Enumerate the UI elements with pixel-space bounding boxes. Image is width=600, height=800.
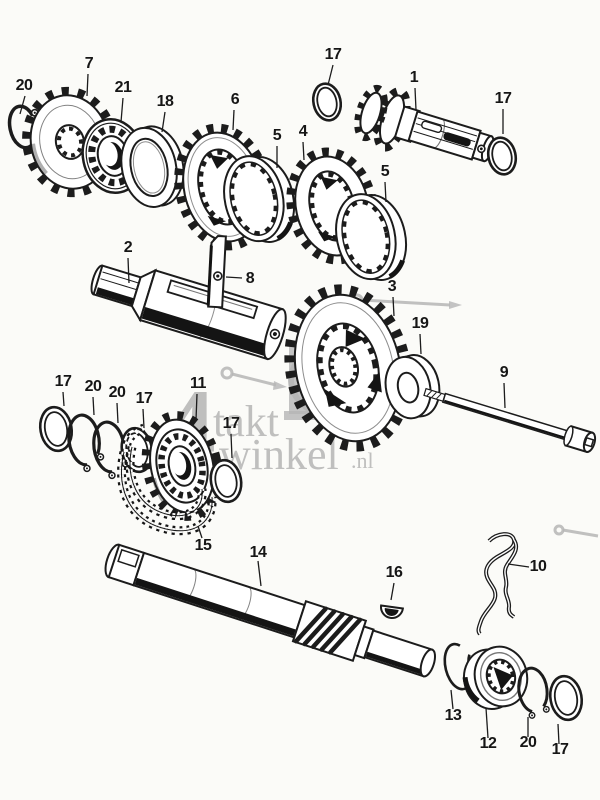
part-label-9: 9 xyxy=(500,364,509,381)
part-label-15: 15 xyxy=(195,537,212,554)
part-8-shift-key xyxy=(206,234,227,309)
part-14-kick-spindle xyxy=(104,543,437,678)
part-label-13: 13 xyxy=(445,707,462,724)
part-label-20: 20 xyxy=(16,77,33,94)
part-label-18: 18 xyxy=(157,93,174,110)
part-label-17: 17 xyxy=(552,741,569,758)
part-12-ratchet-sleeve xyxy=(462,645,529,710)
part-label-1: 1 xyxy=(410,69,419,86)
part-label-5: 5 xyxy=(273,127,282,144)
part-label-6: 6 xyxy=(231,91,240,108)
part-17-washer-d xyxy=(548,674,584,722)
part-label-20: 20 xyxy=(520,734,537,751)
part-label-3: 3 xyxy=(388,278,397,295)
part-label-17: 17 xyxy=(325,46,342,63)
part-label-20: 20 xyxy=(109,384,126,401)
part-label-17: 17 xyxy=(223,415,240,432)
part-label-2: 2 xyxy=(124,239,133,256)
part-label-19: 19 xyxy=(412,315,429,332)
part-label-20: 20 xyxy=(85,378,102,395)
part-20-circlip-a xyxy=(67,413,105,473)
part-label-10: 10 xyxy=(530,558,547,575)
watermark-word1: takt xyxy=(213,397,279,446)
part-labels: 20 7 21 18 6 5 4 17 1 17 5 2 8 3 19 9 17… xyxy=(16,46,570,758)
part-1-mainshaft xyxy=(354,84,495,163)
part-label-4: 4 xyxy=(299,123,308,140)
watermark-bar-foot xyxy=(284,411,324,420)
part-label-17: 17 xyxy=(136,390,153,407)
part-17-washer-c xyxy=(209,458,243,504)
part-15-chain xyxy=(117,446,217,536)
watermark-tld: .nl xyxy=(351,448,374,473)
part-label-17: 17 xyxy=(495,90,512,107)
part-16-woodruff-key xyxy=(380,604,405,619)
part-19-thrust-washer xyxy=(384,354,441,420)
part-label-14: 14 xyxy=(250,544,267,561)
watermark-logo: 4 takt winkel .nl xyxy=(160,293,599,538)
part-label-8: 8 xyxy=(246,270,255,287)
part-5-shift-ring-b xyxy=(335,193,408,281)
watermark-pin-b xyxy=(220,366,287,390)
part-18-spline-washer xyxy=(120,125,185,208)
part-17-ring-top xyxy=(311,82,343,122)
part-label-16: 16 xyxy=(386,564,403,581)
part-17-washer-a xyxy=(38,405,74,453)
part-5-shift-ring xyxy=(223,155,296,243)
part-2-countershaft xyxy=(90,264,287,361)
watermark-pin-c xyxy=(553,524,599,538)
part-9-bolt xyxy=(423,387,597,454)
part-10-spring-clip xyxy=(476,532,519,636)
part-15-chain-back xyxy=(121,423,146,453)
part-label-7: 7 xyxy=(85,55,94,72)
part-label-17: 17 xyxy=(55,373,72,390)
part-label-11: 11 xyxy=(190,375,207,392)
leader-lines xyxy=(19,64,560,745)
part-label-12: 12 xyxy=(480,735,497,752)
part-17-ring-right xyxy=(486,136,518,176)
part-20-circlip-c xyxy=(517,666,550,719)
part-label-21: 21 xyxy=(115,79,132,96)
part-label-5: 5 xyxy=(381,163,390,180)
